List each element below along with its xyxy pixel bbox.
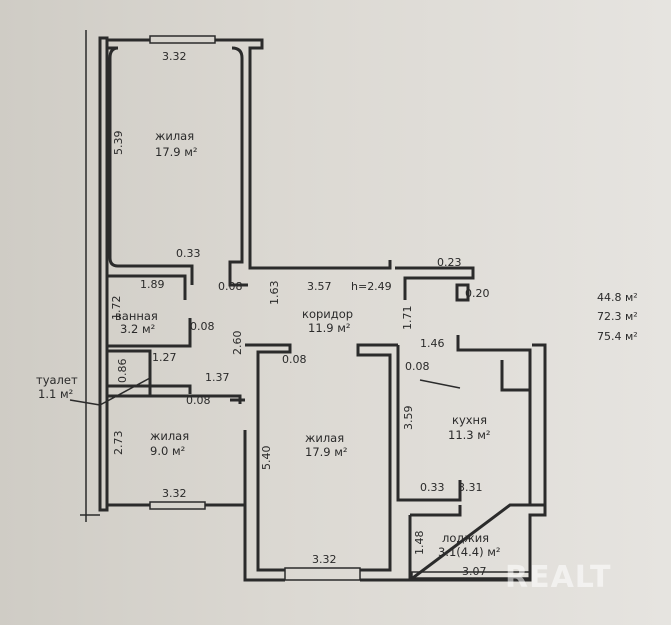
total-area-living: 44.8 м²: [597, 291, 638, 304]
dimension: 0.33: [420, 481, 445, 494]
dimension: 1.71: [401, 306, 414, 331]
room-name: коридор: [302, 307, 353, 321]
dimension: 3.31: [458, 481, 483, 494]
dimension: 1.37: [205, 371, 230, 384]
dimension: 0.08: [218, 280, 243, 293]
room-name: ванная: [115, 309, 158, 323]
room-name: жилая: [155, 129, 194, 143]
room-area: 9.0 м²: [150, 444, 185, 458]
window: [284, 567, 361, 581]
dimension: 0.20: [465, 287, 490, 300]
dimension: 5.40: [260, 446, 273, 471]
room-name: жилая: [150, 429, 189, 443]
room-area: 1.1 м²: [38, 387, 73, 401]
dimension: 0.33: [176, 247, 201, 260]
window: [149, 35, 216, 44]
window: [149, 501, 206, 510]
window: [411, 571, 531, 579]
dimension: 3.57: [307, 280, 332, 293]
dimension: 5.39: [112, 131, 125, 156]
dimension: 3.32: [162, 50, 187, 63]
room-area: 17.9 м²: [155, 145, 198, 159]
total-area-with-loggia: 75.4 м²: [597, 330, 638, 343]
room-name: жилая: [305, 431, 344, 445]
dimension: 3.59: [402, 406, 415, 431]
room-name: кухня: [452, 413, 487, 427]
dimension: 1.46: [420, 337, 445, 350]
dimension: 1.48: [413, 531, 426, 556]
dimension: 1.27: [152, 351, 177, 364]
dimension-labels: 3.32 5.39 0.33 1.89 0.08 1.63 3.57 h=2.4…: [110, 50, 490, 578]
room-area: 11.3 м²: [448, 428, 491, 442]
dimension: 3.32: [312, 553, 337, 566]
ceiling-height: h=2.49: [351, 280, 392, 293]
room-name: лоджия: [442, 531, 489, 545]
dimension: 0.08: [186, 394, 211, 407]
dimension: 3.32: [162, 487, 187, 500]
walls: [69, 35, 547, 582]
dimension: 0.08: [282, 353, 307, 366]
dimension: 1.89: [140, 278, 165, 291]
total-area: 72.3 м²: [597, 310, 638, 323]
dimension: 2.60: [231, 331, 244, 356]
dimension: 1.72: [110, 296, 123, 321]
room-area: 3.2 м²: [120, 322, 155, 336]
room-area: 17.9 м²: [305, 445, 348, 459]
dimension: 0.86: [116, 359, 129, 384]
room-name: туалет: [36, 373, 78, 387]
watermark-logo: REALT: [505, 560, 611, 595]
dimension: 0.08: [190, 320, 215, 333]
dimension: 3.07: [462, 565, 487, 578]
dimension: 2.73: [112, 431, 125, 456]
dimension: 0.23: [437, 256, 462, 269]
room-area: 11.9 м²: [308, 321, 351, 335]
dimension: 1.63: [268, 281, 281, 306]
dimension: 0.08: [405, 360, 430, 373]
room-area: 3.1(4.4) м²: [438, 545, 501, 559]
